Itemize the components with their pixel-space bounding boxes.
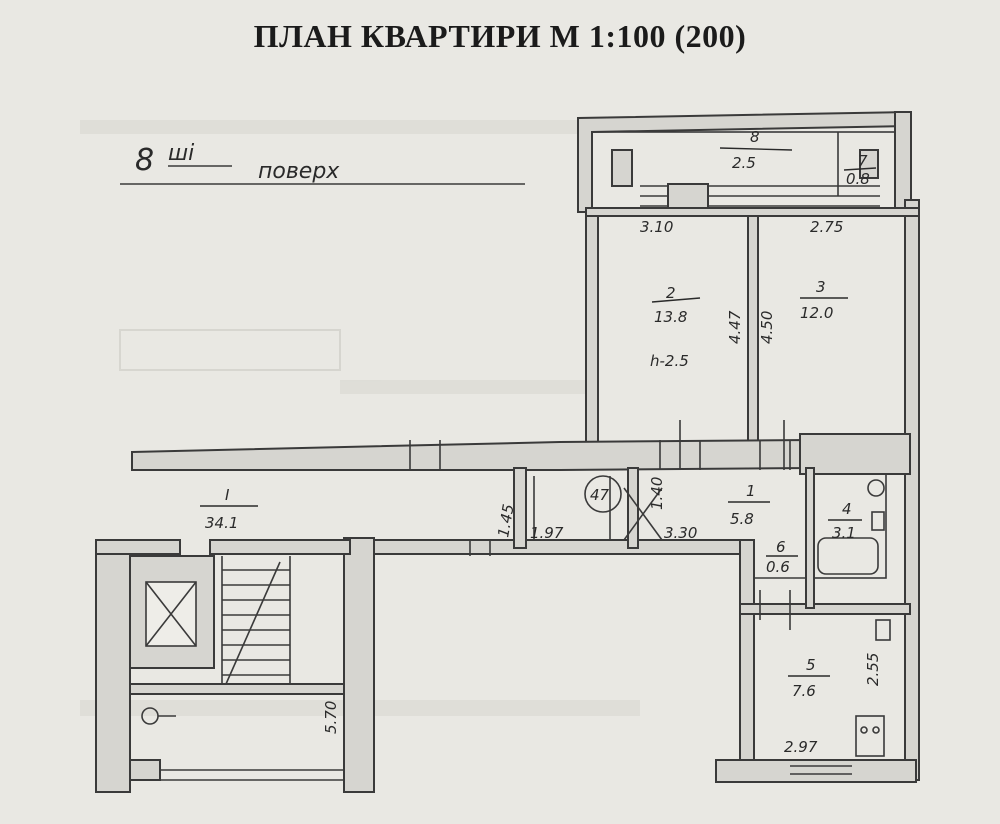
room-4-area: 3.1 — [832, 524, 856, 542]
circled-note-text: 47 — [590, 486, 610, 504]
dim-1-45: 1.45 — [494, 503, 518, 539]
dim-3-10: 3.10 — [640, 218, 673, 236]
door-markers — [409, 420, 791, 630]
dimension-labels: 3.10 2.75 4.47 4.50 h-2.5 1.45 1.97 1.40… — [322, 218, 882, 756]
dim-5-70: 5.70 — [322, 701, 340, 734]
room-2-area: 13.8 — [654, 308, 687, 326]
room-labels: I 34.1 2 13.8 3 12.0 1 5.8 4 3.1 5 7.6 6… — [200, 128, 877, 700]
room-7-number: 7 — [858, 152, 868, 170]
room-5-number: 5 — [806, 656, 816, 674]
stairwell — [95, 537, 375, 793]
corridor-marks: 47 — [533, 475, 663, 541]
room-7-area: 0.8 — [846, 170, 870, 188]
dim-2-55: 2.55 — [864, 653, 882, 686]
dim-3-30: 3.30 — [664, 524, 697, 542]
room-6-area: 0.6 — [766, 558, 790, 576]
dim-2-75: 2.75 — [810, 218, 843, 236]
dim-1-40: 1.40 — [648, 477, 666, 510]
room-4-number: 4 — [842, 500, 852, 518]
room-8-area: 2.5 — [732, 154, 756, 172]
dim-4-50: 4.50 — [758, 311, 776, 344]
outer-walls — [131, 199, 920, 783]
room-2-number: 2 — [666, 284, 676, 302]
room-5-area: 7.6 — [792, 682, 816, 700]
dim-1-97: 1.97 — [530, 524, 564, 542]
circled-note — [584, 475, 622, 513]
room-1-number: 1 — [746, 482, 756, 500]
room-I-number: I — [225, 486, 230, 504]
room-height: h-2.5 — [650, 352, 689, 370]
dim-2-97: 2.97 — [784, 738, 818, 756]
bathroom-fixtures — [813, 473, 887, 579]
floor-note: 8 ші поверх — [120, 141, 525, 185]
background-bleed — [80, 120, 640, 716]
kitchen-fixtures — [790, 619, 891, 775]
room-8-number: 8 — [750, 128, 760, 146]
room-1-area: 5.8 — [730, 510, 754, 528]
plan-title: ПЛАН КВАРТИРИ М 1:100 (200) — [253, 18, 747, 54]
floor-suffix: ші — [168, 141, 194, 166]
room-6-number: 6 — [776, 538, 786, 556]
floor-word: поверх — [258, 159, 340, 184]
room-3-number: 3 — [816, 278, 826, 296]
top-block — [577, 110, 912, 213]
room-3-area: 12.0 — [800, 304, 833, 322]
room-I-area: 34.1 — [205, 514, 238, 532]
floor-number: 8 — [135, 143, 154, 178]
dim-4-47: 4.47 — [726, 310, 744, 344]
